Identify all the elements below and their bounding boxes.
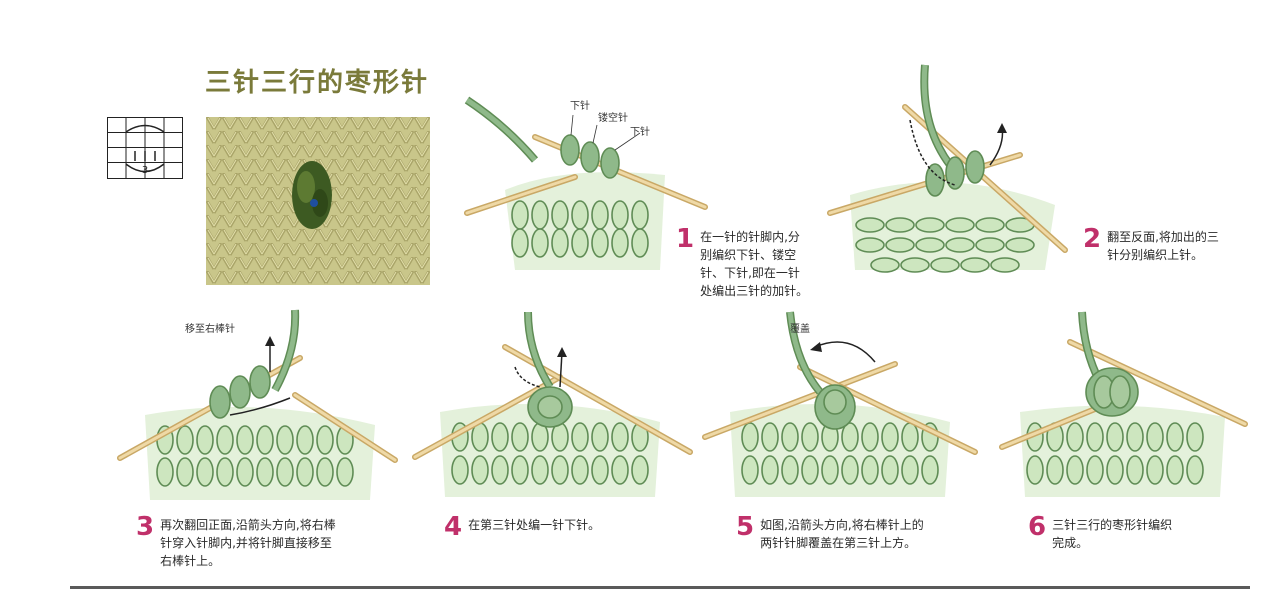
step5-illustration bbox=[702, 311, 978, 497]
step4-illustration bbox=[412, 311, 693, 497]
step-6-number: 6 bbox=[1028, 512, 1047, 542]
blue-bead bbox=[310, 199, 318, 207]
step-4: 4 在第三针处编一针下针。 bbox=[444, 512, 601, 542]
step-3-text: 再次翻回正面,沿箭头方向,将右棒 针穿入针脚内,并将针脚直接移至 右棒针上。 bbox=[160, 518, 336, 568]
chart-symbol-grid: 3 bbox=[107, 117, 183, 179]
callout-move-right: 移至右棒针 bbox=[185, 324, 235, 335]
step-5: 5 如图,沿箭头方向,将右棒针上的 两针针脚覆盖在第三针上方。 bbox=[736, 512, 924, 552]
step-1-text: 在一针的针脚内,分 别编织下针、镂空 针、下针,即在一针 处编出三针的加针。 bbox=[700, 230, 809, 298]
step2-illustration bbox=[827, 64, 1068, 273]
step-3-number: 3 bbox=[136, 512, 155, 542]
step3-illustration bbox=[117, 309, 398, 500]
step-3: 3 再次翻回正面,沿箭头方向,将右棒 针穿入针脚内,并将针脚直接移至 右棒针上。 bbox=[136, 512, 336, 570]
knit-photo bbox=[206, 117, 430, 285]
callout-knit-right: 下针 bbox=[630, 127, 650, 138]
step-6-text: 三针三行的枣形针编织 完成。 bbox=[1052, 518, 1173, 550]
step1-illustration bbox=[464, 96, 708, 270]
step-1-number: 1 bbox=[676, 224, 695, 254]
step-5-number: 5 bbox=[736, 512, 755, 542]
step-2-text: 翻至反面,将加出的三 针分别编织上针。 bbox=[1107, 230, 1219, 262]
step-2: 2 翻至反面,将加出的三 针分别编织上针。 bbox=[1083, 224, 1219, 264]
bottom-divider bbox=[70, 586, 1250, 589]
step-4-text: 在第三针处编一针下针。 bbox=[468, 518, 601, 532]
callout-yarn-over: 镂空针 bbox=[598, 113, 628, 124]
step-6: 6 三针三行的枣形针编织 完成。 bbox=[1028, 512, 1173, 552]
step-4-number: 4 bbox=[444, 512, 463, 542]
step6-illustration bbox=[999, 311, 1248, 497]
step-1: 1 在一针的针脚内,分 别编织下针、镂空 针、下针,即在一针 处编出三针的加针。 bbox=[676, 224, 809, 300]
callout-knit-top: 下针 bbox=[570, 101, 590, 112]
callout-cover: 覆盖 bbox=[790, 324, 810, 335]
chart-symbol-number: 3 bbox=[142, 165, 148, 176]
page-title: 三针三行的枣形针 bbox=[205, 68, 430, 98]
step-5-text: 如图,沿箭头方向,将右棒针上的 两针针脚覆盖在第三针上方。 bbox=[760, 518, 924, 550]
step-2-number: 2 bbox=[1083, 224, 1102, 254]
